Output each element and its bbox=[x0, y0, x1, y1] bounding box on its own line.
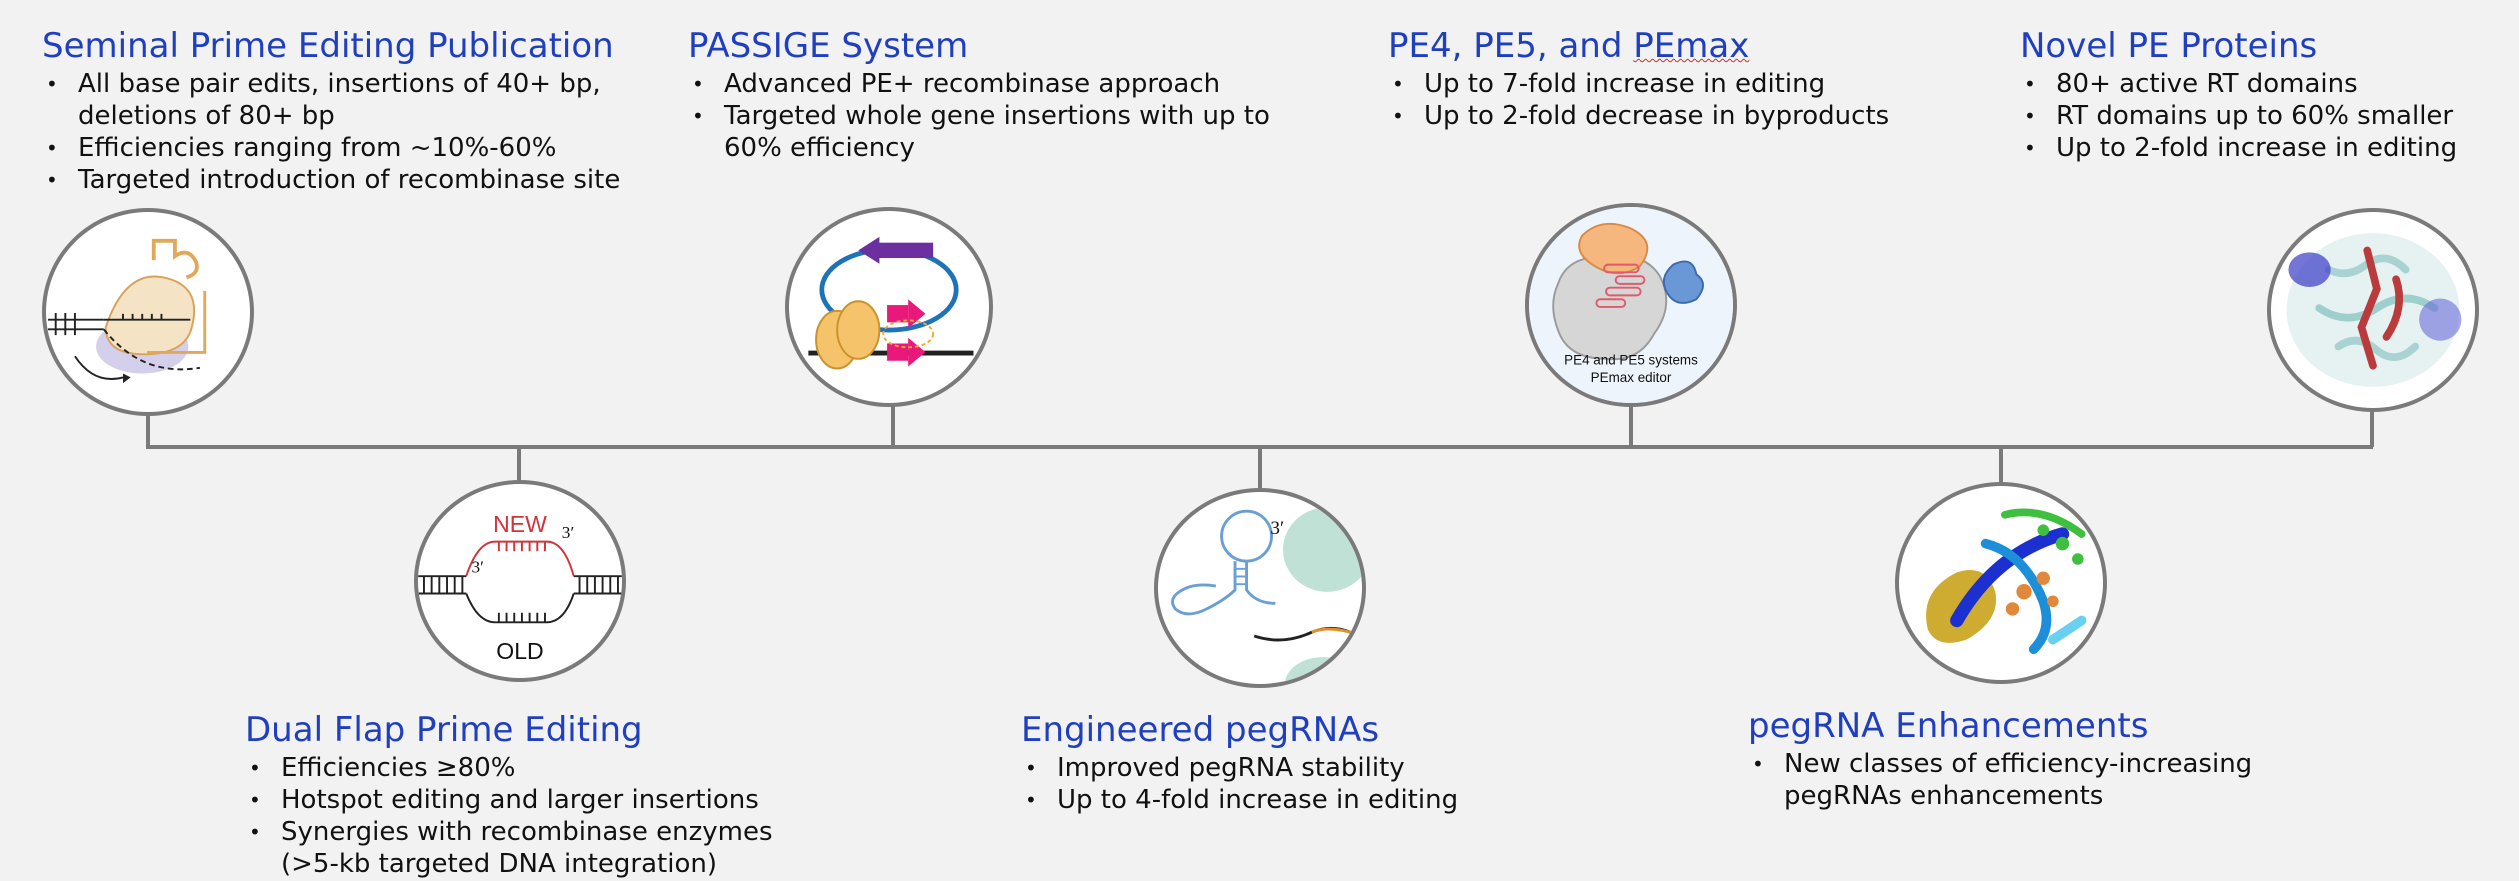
dual-flap-old-label: OLD bbox=[496, 638, 543, 664]
milestone-bullet: Targeted introduction of recombinase sit… bbox=[42, 164, 662, 196]
milestone-title-part: PE4, PE5, and bbox=[1388, 26, 1634, 66]
milestone-engineered-pegrnas: Engineered pegRNAs Improved pegRNA stabi… bbox=[1021, 710, 1581, 816]
milestone-novel-pe-proteins: Novel PE Proteins 80+ active RT domains … bbox=[2020, 26, 2510, 164]
milestone-bullet: Up to 2-fold decrease in byproducts bbox=[1388, 100, 2008, 132]
milestone-title: Dual Flap Prime Editing bbox=[245, 710, 643, 750]
milestone-title: Novel PE Proteins bbox=[2020, 26, 2318, 66]
prime-editor-complex-icon bbox=[42, 208, 254, 416]
milestone-title: Engineered pegRNAs bbox=[1021, 710, 1380, 750]
milestone-bullet: Up to 2-fold increase in editing bbox=[2020, 132, 2510, 164]
rt-protein-structure-icon bbox=[2267, 208, 2479, 412]
milestone-title: PE4, PE5, and PEmax bbox=[1388, 26, 2008, 66]
milestone-bullet: All base pair edits, insertions of 40+ b… bbox=[42, 68, 662, 132]
milestone-title: PASSIGE System bbox=[688, 26, 969, 66]
milestone-seminal-pe: Seminal Prime Editing Publication All ba… bbox=[42, 26, 662, 196]
three-prime-label: 3′ bbox=[472, 557, 484, 576]
milestone-title: pegRNA Enhancements bbox=[1748, 706, 2149, 746]
dual-flap-new-label: NEW bbox=[493, 511, 547, 537]
milestone-bullet: New classes of efficiency-increasing peg… bbox=[1748, 748, 2308, 812]
milestone-bullet: Improved pegRNA stability bbox=[1021, 752, 1581, 784]
milestone-bullet: Up to 4-fold increase in editing bbox=[1021, 784, 1581, 816]
milestone-dual-flap: Dual Flap Prime Editing Efficiencies ≥80… bbox=[245, 710, 805, 880]
pegrna-enhancement-structure-icon bbox=[1895, 482, 2107, 684]
three-prime-label: 3′ bbox=[562, 523, 574, 542]
milestone-bullet: Synergies with recombinase enzymes (>5-k… bbox=[245, 816, 805, 880]
milestone-bullet: Efficiencies ≥80% bbox=[245, 752, 805, 784]
milestone-bullet: Targeted whole gene insertions with up t… bbox=[688, 100, 1328, 164]
milestone-bullet: Hotspot editing and larger insertions bbox=[245, 784, 805, 816]
pe4-pe5-pemax-icon: PE4 and PE5 systems PEmax editor bbox=[1525, 203, 1737, 407]
milestone-bullet: Up to 7-fold increase in editing bbox=[1388, 68, 2008, 100]
milestone-title: Seminal Prime Editing Publication bbox=[42, 26, 614, 66]
pe4-label-line2: PEmax editor bbox=[1591, 370, 1672, 385]
milestone-bullet: Advanced PE+ recombinase approach bbox=[688, 68, 1328, 100]
three-prime-label: 3′ bbox=[1270, 518, 1284, 539]
passige-recombinase-icon bbox=[785, 207, 993, 407]
milestone-pe4-pe5-pemax: PE4, PE5, and PEmax Up to 7-fold increas… bbox=[1388, 26, 2008, 132]
engineered-pegrna-icon: 3′ bbox=[1154, 488, 1366, 688]
milestone-passige: PASSIGE System Advanced PE+ recombinase … bbox=[688, 26, 1328, 164]
pe4-label-line1: PE4 and PE5 systems bbox=[1564, 353, 1698, 368]
milestone-pegrna-enhancements: pegRNA Enhancements New classes of effic… bbox=[1748, 706, 2308, 812]
milestone-bullet: 80+ active RT domains bbox=[2020, 68, 2510, 100]
dual-flap-icon: NEW 3′ 3′ OLD bbox=[414, 480, 626, 682]
milestone-bullet: Efficiencies ranging from ~10%-60% bbox=[42, 132, 662, 164]
milestone-title-part-pemax: PEmax bbox=[1633, 26, 1750, 66]
milestone-bullet: RT domains up to 60% smaller bbox=[2020, 100, 2510, 132]
